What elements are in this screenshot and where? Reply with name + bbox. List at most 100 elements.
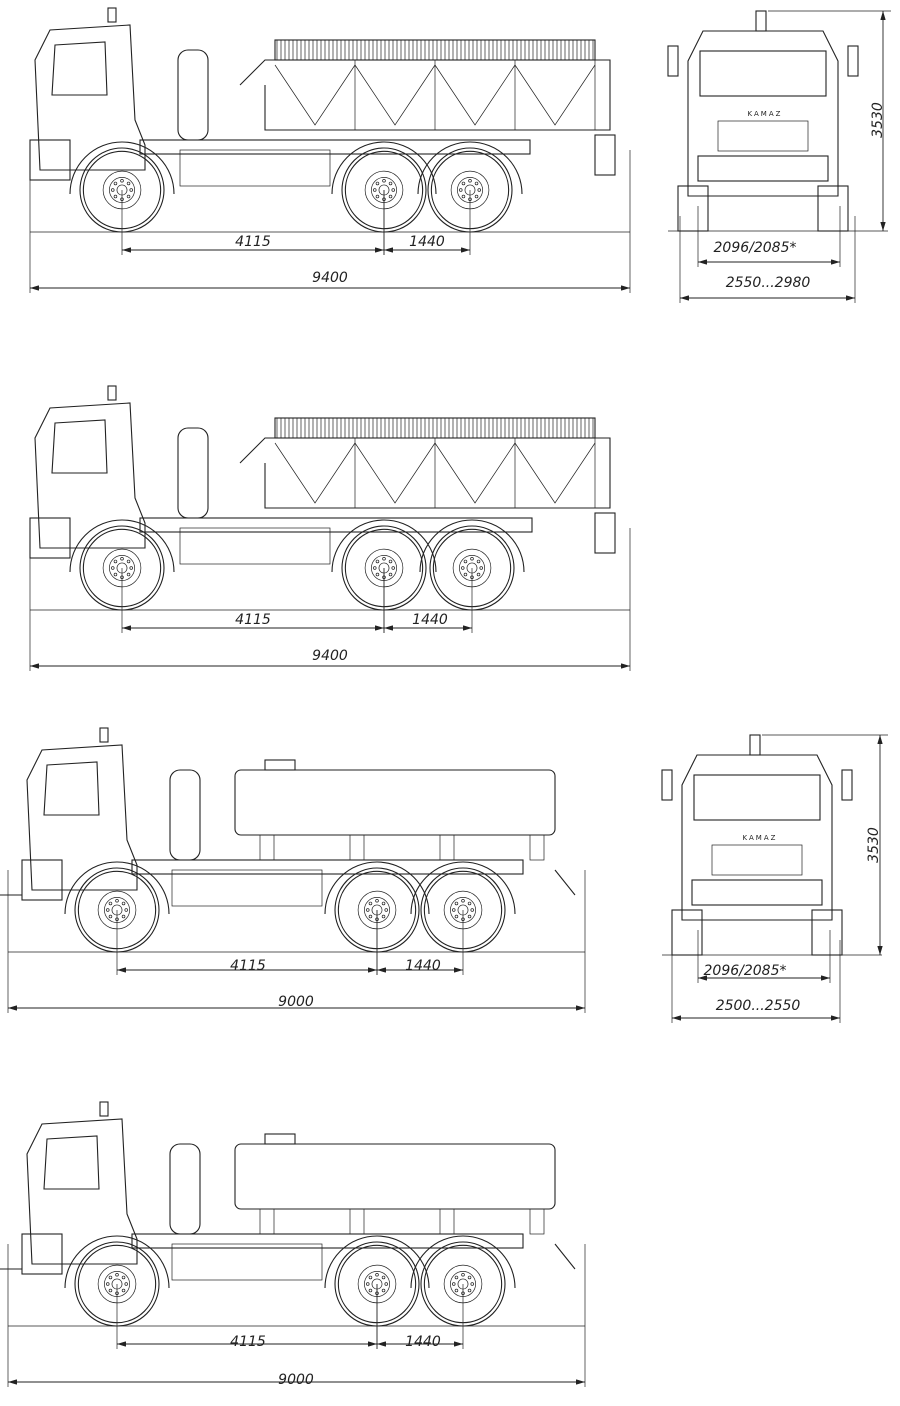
chassis-frame xyxy=(131,1233,524,1249)
tire-right xyxy=(817,185,849,232)
wheel-bolt xyxy=(388,194,393,199)
wheel-bolt xyxy=(121,1275,126,1280)
wheel-bolt xyxy=(375,181,380,186)
wheel-bolt xyxy=(126,572,131,577)
truss-diagonal xyxy=(274,64,356,126)
fender xyxy=(410,861,516,915)
wheel-bolt xyxy=(368,914,373,919)
wheel-bolt xyxy=(384,908,388,912)
wheel-bolt xyxy=(381,914,386,919)
dim-length-label: 9400 xyxy=(312,648,348,664)
wheel-bolt xyxy=(454,901,459,906)
wheel-bolt xyxy=(126,559,131,564)
wheel-bolt xyxy=(463,572,468,577)
wheel-bolt xyxy=(470,1282,474,1286)
truss-diagonal xyxy=(354,442,436,504)
wheel-bolt xyxy=(121,914,126,919)
wheel-bolt xyxy=(368,1275,373,1280)
wheel-bolt xyxy=(388,572,393,577)
wheel-bolt xyxy=(375,899,379,903)
wheel-bolt xyxy=(454,1275,459,1280)
water-tank xyxy=(234,1143,556,1210)
cab-front xyxy=(687,30,839,197)
dim-bogie-label: 1440 xyxy=(409,234,445,250)
cab-window xyxy=(43,761,100,816)
wheel-bolt xyxy=(108,1288,113,1293)
wheel-bolt xyxy=(461,194,466,199)
wheel-bolt xyxy=(113,559,118,564)
hopper-truss xyxy=(274,60,596,130)
side-view-hopper-9400-b: 4115 1440 9400 xyxy=(29,385,631,671)
wheel-bolt xyxy=(477,188,481,192)
wheel-bolt xyxy=(381,1288,386,1293)
side-view-tank-9000-a: 4115 1440 9000 xyxy=(0,727,586,1013)
fuel-tank xyxy=(171,869,323,907)
dim-width-label: 2500...2550 xyxy=(716,998,801,1014)
wheel-bolt xyxy=(115,1273,119,1277)
wheel-bolt xyxy=(113,572,118,577)
hopper-grid-frame xyxy=(274,39,596,61)
wheel-bolt xyxy=(452,1282,456,1286)
wheel-bolt xyxy=(375,1273,379,1277)
wheel-bolt xyxy=(382,179,386,183)
wheel-bolt xyxy=(461,1273,465,1277)
fender xyxy=(419,519,525,573)
fender xyxy=(69,141,175,195)
tank-bracket xyxy=(259,834,275,861)
fender xyxy=(417,141,523,195)
wheel-bolt xyxy=(384,1282,388,1286)
dim-height-label: 3530 xyxy=(866,827,882,863)
dim-bogie-label: 1440 xyxy=(405,958,441,974)
cab-front xyxy=(681,754,833,921)
wheel-bolt xyxy=(391,566,395,570)
fender xyxy=(324,1235,430,1289)
dim-wheelbase-label: 4115 xyxy=(235,234,271,250)
wheel-bolt xyxy=(368,901,373,906)
wheel-bolt xyxy=(366,908,370,912)
fender xyxy=(410,1235,516,1289)
beacon-light xyxy=(755,10,767,32)
hopper-body xyxy=(239,59,611,131)
wheel-bolt xyxy=(391,188,395,192)
dim-length-label: 9000 xyxy=(278,1372,314,1388)
chassis-frame xyxy=(131,859,524,875)
front-bumper xyxy=(21,859,63,901)
wheel-bolt xyxy=(108,901,113,906)
beacon-light xyxy=(107,7,117,23)
wheel-bolt xyxy=(467,1288,472,1293)
grille xyxy=(711,844,803,876)
side-view-tank-9000-b: 4115 1440 9000 xyxy=(0,1101,586,1388)
wheel-bolt xyxy=(388,559,393,564)
tire-right xyxy=(811,909,843,956)
wheel-bolt xyxy=(474,194,479,199)
dim-wheelbase-label: 4115 xyxy=(230,1334,266,1350)
wheel-bolt xyxy=(461,181,466,186)
spare-wheel xyxy=(177,49,209,141)
dim-height-label: 3530 xyxy=(870,102,886,138)
dim-track-label: 2096/2085* xyxy=(704,963,787,979)
tank-bracket xyxy=(439,1208,455,1235)
wheel-bolt xyxy=(468,179,472,183)
beacon-light xyxy=(99,727,109,743)
wheel-bolt xyxy=(121,1288,126,1293)
wheel-bolt xyxy=(373,188,377,192)
cab xyxy=(34,402,146,549)
truss-diagonal xyxy=(354,64,436,126)
hopper-grid xyxy=(274,417,596,439)
wheel-bolt xyxy=(113,181,118,186)
windshield xyxy=(699,50,827,97)
wheel-bolt xyxy=(470,557,474,561)
mirror-right xyxy=(841,769,853,801)
tank-bracket xyxy=(349,834,365,861)
brand-logo-text: KAMAZ xyxy=(748,110,783,118)
wheel-bolt xyxy=(108,914,113,919)
hopper-body xyxy=(239,437,611,509)
spreader-unit xyxy=(594,512,616,554)
wheel-bolt xyxy=(124,1282,128,1286)
hopper-truss xyxy=(274,438,596,508)
beacon-light xyxy=(99,1101,109,1117)
dim-bogie-label: 1440 xyxy=(405,1334,441,1350)
dim-track-label: 2096/2085* xyxy=(714,240,797,256)
wheel-bolt xyxy=(124,908,128,912)
